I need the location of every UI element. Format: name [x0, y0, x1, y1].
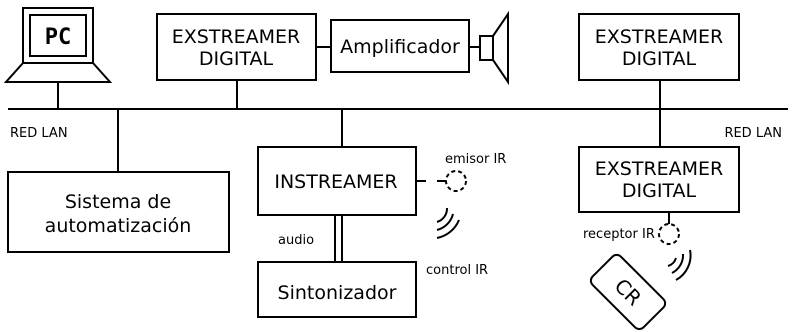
exstreamer-top-right: EXSTREAMER DIGITAL [578, 13, 740, 109]
lan-label-right: RED LAN [724, 126, 782, 141]
instreamer-label: INSTREAMER [274, 171, 397, 193]
pc-laptop: PC [3, 7, 113, 109]
audio-label: audio [278, 233, 314, 248]
exstreamer-bottom-right-line1: EXSTREAMER [595, 158, 724, 180]
tuner: Sintonizador [257, 261, 417, 318]
automation-system: Sistema de automatización [7, 109, 230, 253]
exstreamer-top-right-line2: DIGITAL [622, 48, 697, 70]
exstreamer-top-left-line2: DIGITAL [199, 48, 274, 70]
ir-receiver-icon [658, 223, 680, 245]
remote-control-icon [589, 253, 667, 331]
instreamer: INSTREAMER [257, 109, 417, 216]
exstreamer-bottom-right-line2: DIGITAL [622, 180, 697, 202]
ir-control-label: control IR [426, 263, 488, 278]
lan-label-left: RED LAN [10, 126, 68, 141]
amplifier: Amplificador [330, 19, 470, 73]
ir-emitter-icon [437, 170, 467, 192]
ir-receiver-label: receptor IR [583, 227, 655, 242]
ir-waves-remote-icon [667, 249, 692, 281]
exstreamer-bottom-right: EXSTREAMER DIGITAL [578, 109, 740, 213]
amplifier-label: Amplificador [340, 36, 460, 58]
ir-waves-emitter-icon [436, 207, 460, 239]
ir-emitter-label: emisor IR [445, 152, 506, 167]
exstreamer-top-left-line1: EXSTREAMER [172, 26, 301, 48]
speaker-icon [479, 10, 509, 86]
pc-label: PC [45, 25, 72, 50]
tuner-label: Sintonizador [278, 282, 397, 304]
exstreamer-top-right-line1: EXSTREAMER [595, 26, 724, 48]
automation-line1: Sistema de [65, 191, 171, 213]
automation-line2: automatización [45, 215, 192, 237]
exstreamer-top-left: EXSTREAMER DIGITAL [156, 13, 317, 109]
